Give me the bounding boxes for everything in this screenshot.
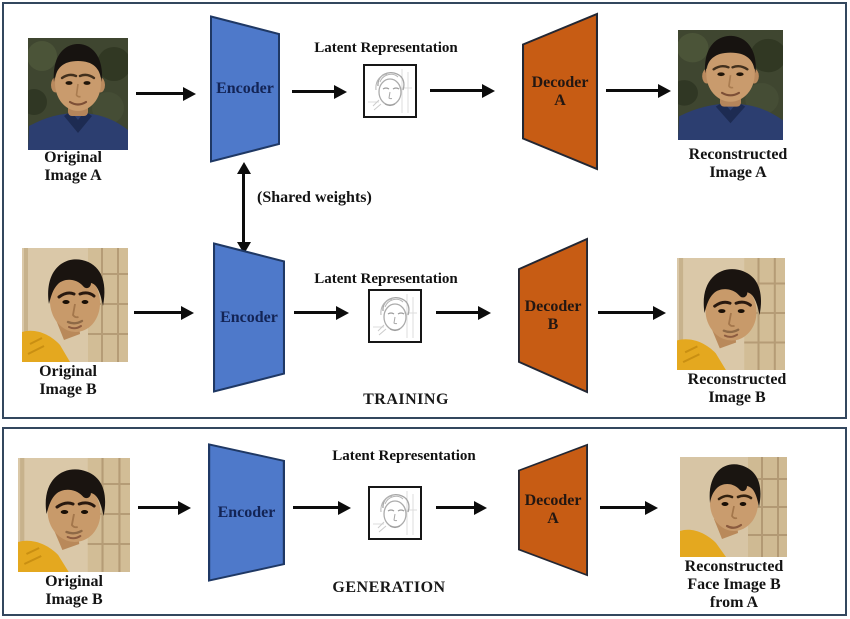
original-image-b-caption: Original Image B: [39, 363, 97, 398]
training-panel: [2, 2, 847, 419]
flow-arrow-icon: [598, 311, 653, 314]
original-image-b-photo: [22, 248, 128, 362]
shared-weights-label: (Shared weights): [257, 189, 372, 206]
decoder-b-label: Decoder B: [524, 297, 582, 333]
flow-arrow-icon: [292, 90, 334, 93]
latent-representation-thumbnail: [368, 486, 422, 540]
flow-arrow-icon: [436, 506, 474, 509]
generation-phase-label: GENERATION: [332, 579, 446, 596]
generation-decoder-a-shape: Decoder A: [518, 443, 588, 577]
encoder-b-label: Encoder: [220, 308, 278, 326]
reconstructed-image-a-caption: Reconstructed Image A: [688, 146, 788, 181]
generation-original-image-b-caption: Original Image B: [45, 573, 103, 608]
training-phase-label: TRAINING: [363, 391, 449, 408]
latent-representation-title: Latent Representation: [314, 40, 458, 56]
flow-arrow-icon: [138, 506, 178, 509]
decoder-b-shape: Decoder B: [518, 237, 588, 394]
latent-representation-title: Latent Representation: [314, 271, 458, 287]
encoder-b-shape: Encoder: [213, 242, 285, 393]
reconstructed-image-b-caption: Reconstructed Image B: [687, 371, 787, 406]
flow-arrow-icon: [600, 506, 645, 509]
generation-encoder-shape: Encoder: [208, 443, 285, 582]
flow-arrow-icon: [436, 311, 478, 314]
latent-representation-thumbnail: [363, 64, 417, 118]
reconstructed-face-image-b-from-a-caption: Reconstructed Face Image B from A: [684, 558, 784, 611]
decoder-a-label: Decoder A: [531, 73, 589, 109]
reconstructed-face-image-b-from-a-photo: [680, 457, 787, 557]
generation-panel: [2, 427, 847, 616]
flow-arrow-icon: [293, 506, 338, 509]
decoder-a-shape: Decoder A: [522, 12, 598, 171]
shared-weights-arrow-icon: [242, 173, 245, 243]
original-image-a-photo: [28, 38, 128, 150]
flow-arrow-icon: [294, 311, 336, 314]
reconstructed-image-a-photo: [678, 30, 783, 140]
flow-arrow-icon: [430, 89, 482, 92]
flow-arrow-icon: [606, 89, 658, 92]
latent-representation-title: Latent Representation: [332, 448, 476, 464]
generation-original-image-b-photo: [18, 458, 130, 572]
reconstructed-image-b-photo: [677, 258, 785, 370]
generation-encoder-label: Encoder: [217, 503, 276, 521]
encoder-a-label: Encoder: [216, 80, 274, 97]
flow-arrow-icon: [134, 311, 181, 314]
flow-arrow-icon: [136, 92, 183, 95]
original-image-a-caption: Original Image A: [44, 149, 102, 184]
latent-representation-thumbnail: [368, 289, 422, 343]
encoder-a-shape: Encoder: [210, 15, 280, 163]
generation-decoder-a-label: Decoder A: [524, 492, 582, 527]
